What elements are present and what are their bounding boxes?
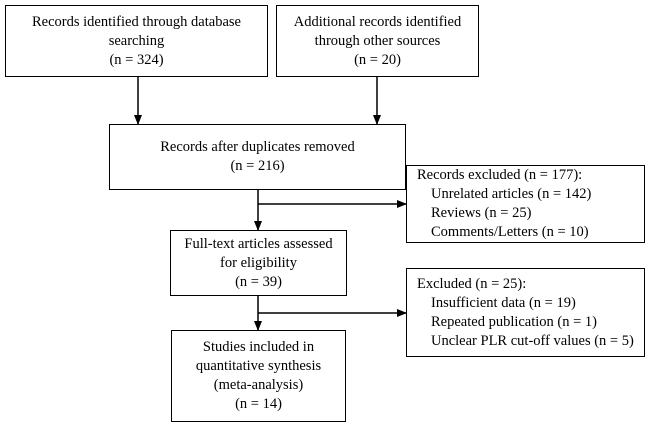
- records-excluded-item: Unrelated articles (n = 142): [431, 186, 592, 202]
- box-excluded-full-text: Excluded (n = 25): Insufficient data (n …: [406, 268, 645, 357]
- box-full-text-assessed: Full-text articles assessed for eligibil…: [170, 230, 347, 296]
- records-excluded-item: Reviews (n = 25): [431, 205, 532, 221]
- excluded-header: Excluded (n = 25):: [417, 275, 527, 292]
- excluded-item: Repeated publication (n = 1): [431, 313, 598, 330]
- excluded-item: Unclear PLR cut-off values (n = 5): [431, 332, 634, 349]
- box-identified-other-sources: Additional records identified through ot…: [276, 5, 479, 77]
- records-excluded-header: Records excluded (n = 177):: [417, 167, 583, 183]
- box-studies-included: Studies included in quantitative synthes…: [171, 330, 346, 422]
- box-identified-database: Records identified through database sear…: [5, 5, 268, 77]
- box-records-excluded: Records excluded (n = 177): Unrelated ar…: [406, 165, 645, 243]
- box-after-duplicates: Records after duplicates removed (n = 21…: [109, 124, 406, 190]
- records-excluded-item: Comments/Letters (n = 10): [431, 224, 589, 240]
- excluded-item: Insufficient data (n = 19): [431, 294, 576, 311]
